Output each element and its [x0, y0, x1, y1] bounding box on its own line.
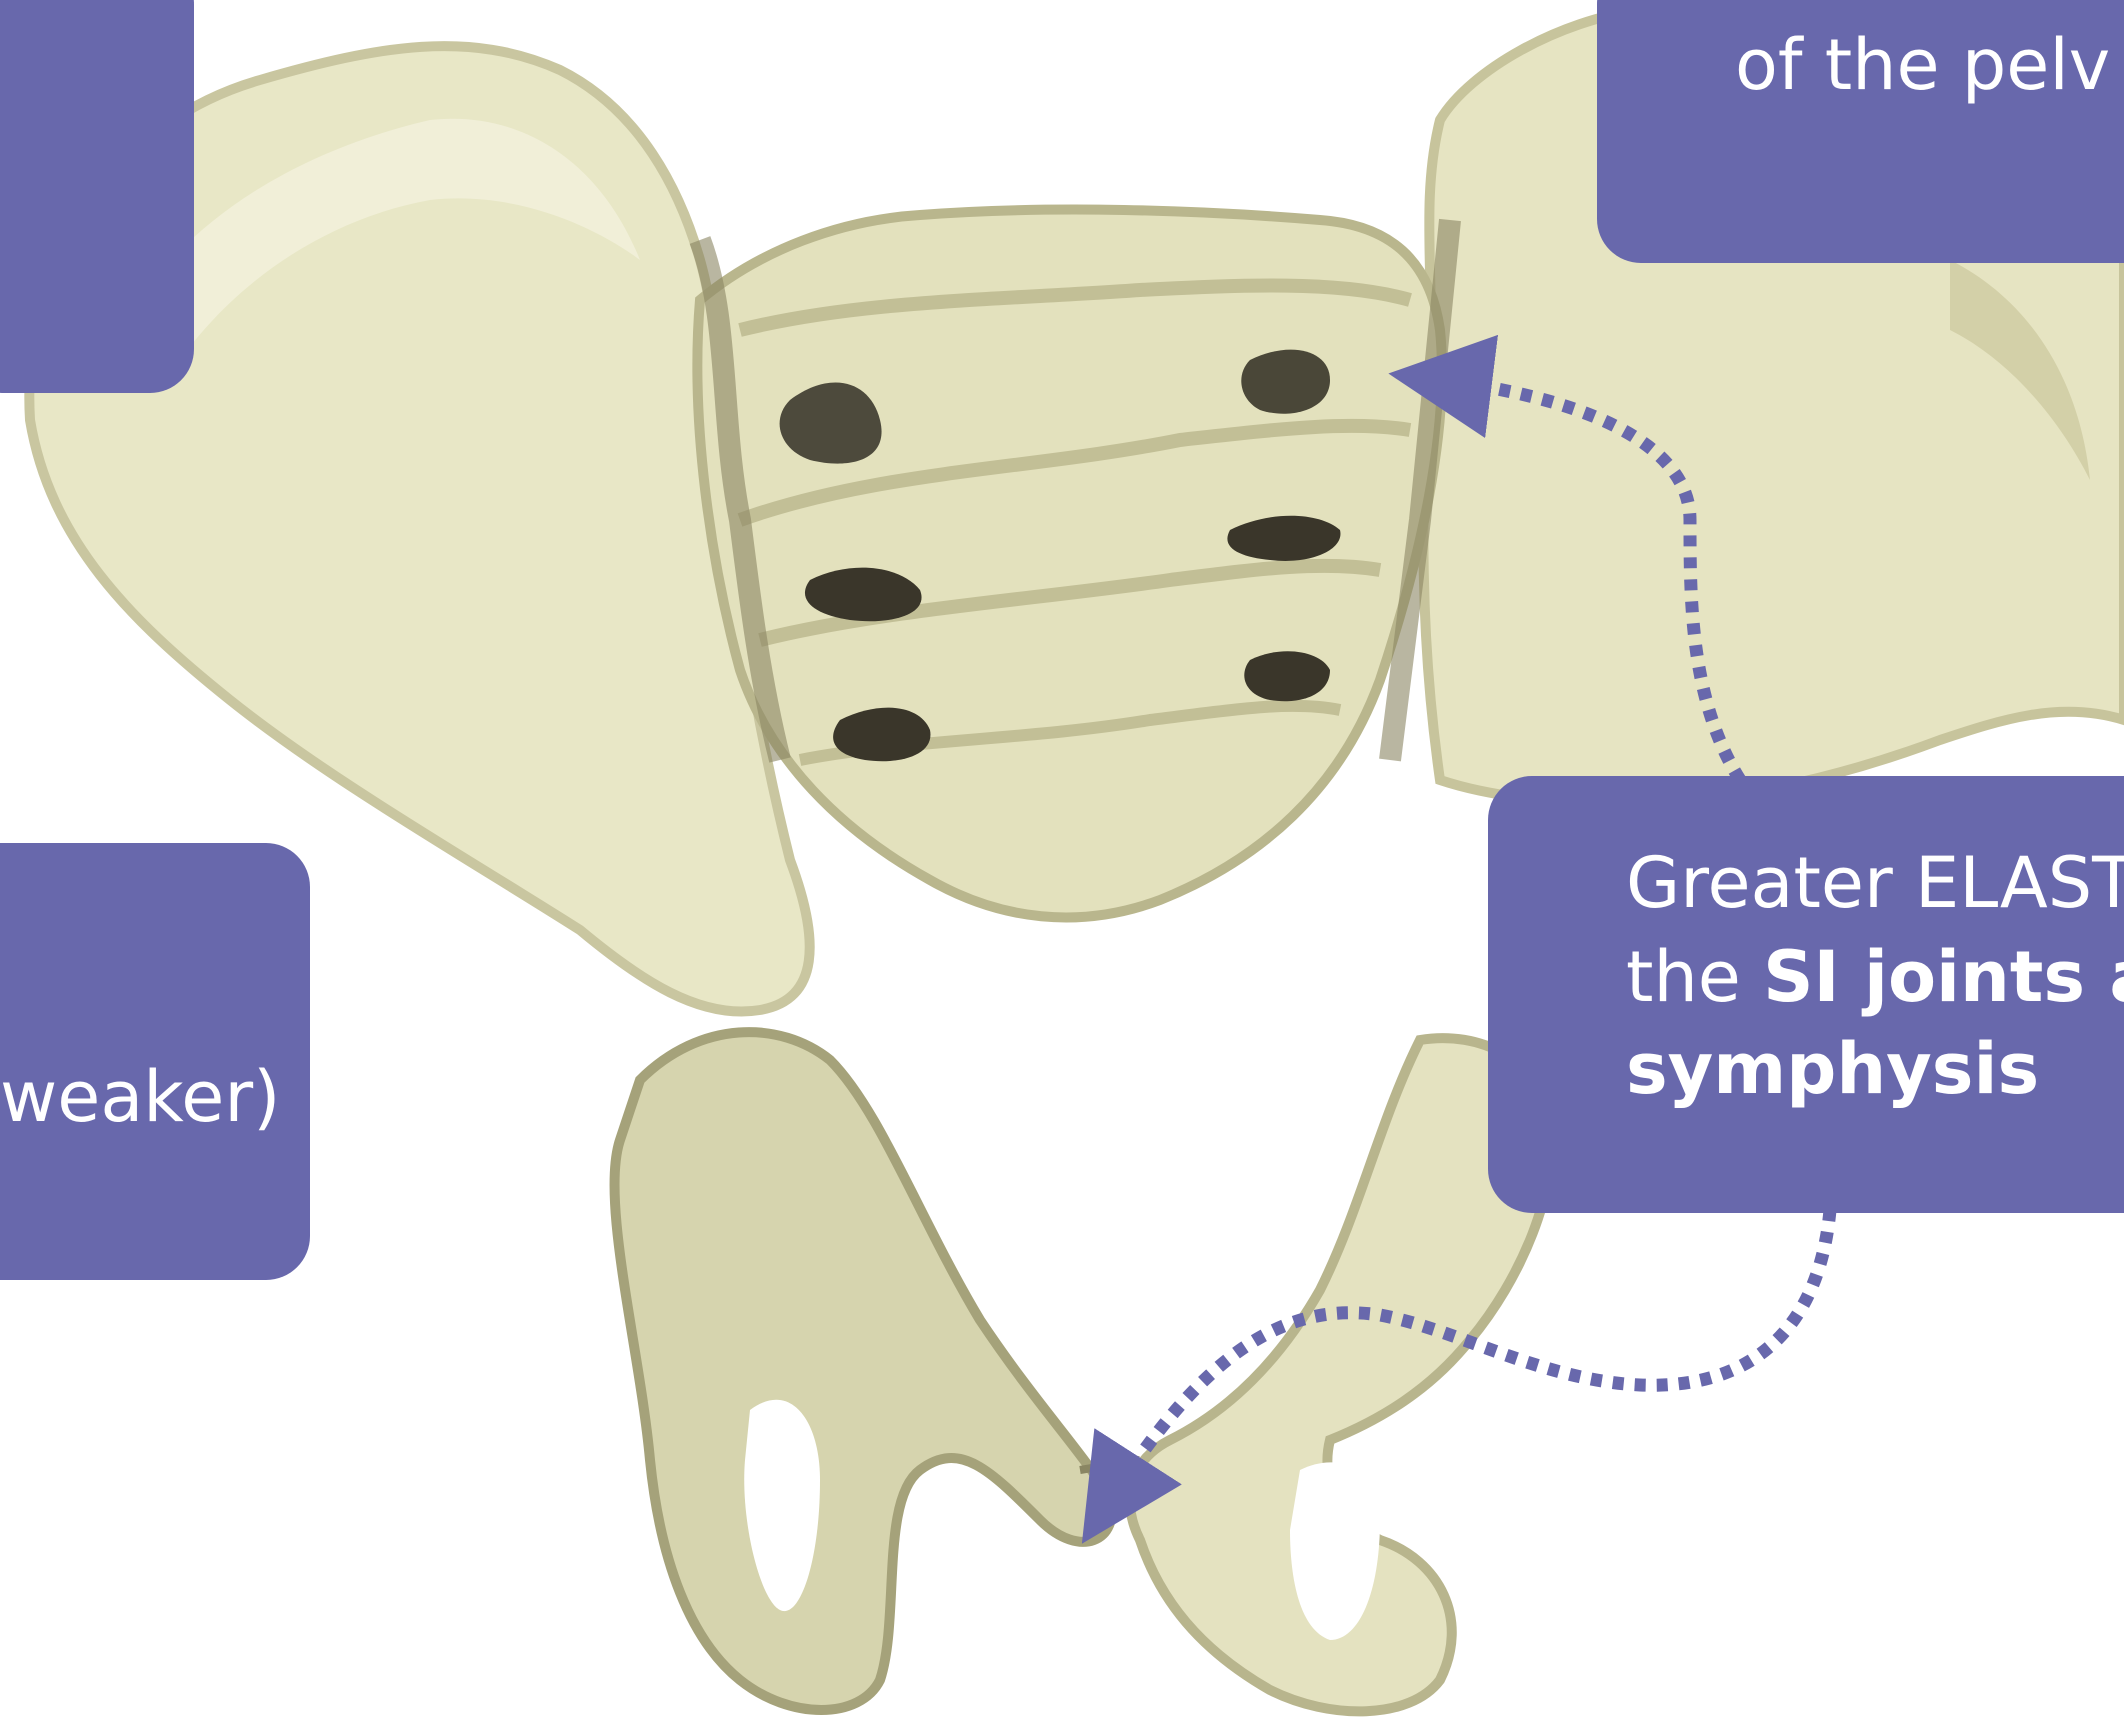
- callout-middle-left-text: weaker): [0, 1050, 280, 1144]
- callout-top-right: Greater FL of the pelv: [1597, 0, 2124, 263]
- callout-middle-right-line2-bold: SI joints a: [1763, 936, 2124, 1018]
- callout-middle-right-line3: symphysis: [1626, 1022, 2039, 1116]
- callout-top-right-line2: of the pelv: [1735, 18, 2110, 112]
- left-pubis: [614, 1032, 1111, 1710]
- callout-middle-left: weaker): [0, 843, 310, 1280]
- callout-middle-right-line2-prefix: the: [1626, 936, 1763, 1018]
- callout-top-left: [0, 0, 194, 393]
- callout-middle-right-line2: the SI joints a: [1626, 930, 2124, 1024]
- callout-middle-right-line3-bold: symphysis: [1626, 1028, 2039, 1110]
- callout-middle-right: Greater ELAST the SI joints a symphysis: [1488, 776, 2124, 1213]
- callout-top-right-line1: Greater FL: [1735, 0, 2103, 18]
- callout-middle-right-line1: Greater ELAST: [1626, 836, 2124, 930]
